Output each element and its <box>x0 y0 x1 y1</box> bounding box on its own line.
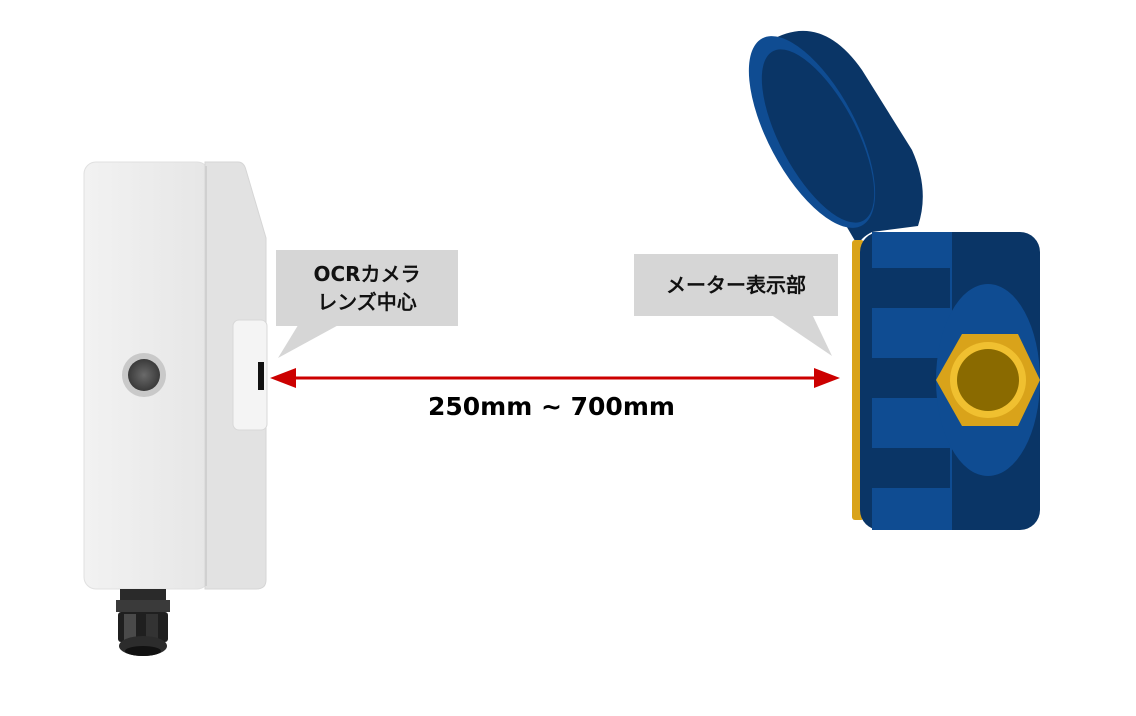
brass-fitting <box>936 334 1040 426</box>
camera-callout-tail <box>278 322 344 358</box>
camera-callout-line2: レンズ中心 <box>317 290 417 314</box>
water-meter <box>748 30 1040 530</box>
camera-callout-line1: OCRカメラ <box>313 262 421 286</box>
meter-callout-label: メーター表示部 <box>666 273 806 297</box>
arrow-head-right <box>814 368 840 388</box>
lens-center-marker <box>258 362 264 390</box>
distance-label: 250mm ~ 700mm <box>428 392 675 421</box>
meter-callout-tail <box>770 314 832 356</box>
camera-callout: OCRカメラ レンズ中心 <box>276 250 458 326</box>
lens-icon <box>122 353 166 397</box>
meter-lid <box>748 30 923 246</box>
meter-callout: メーター表示部 <box>634 254 838 316</box>
cable-gland <box>116 589 170 656</box>
distance-arrow <box>270 368 840 388</box>
arrow-head-left <box>270 368 296 388</box>
ocr-camera-device <box>83 161 268 590</box>
